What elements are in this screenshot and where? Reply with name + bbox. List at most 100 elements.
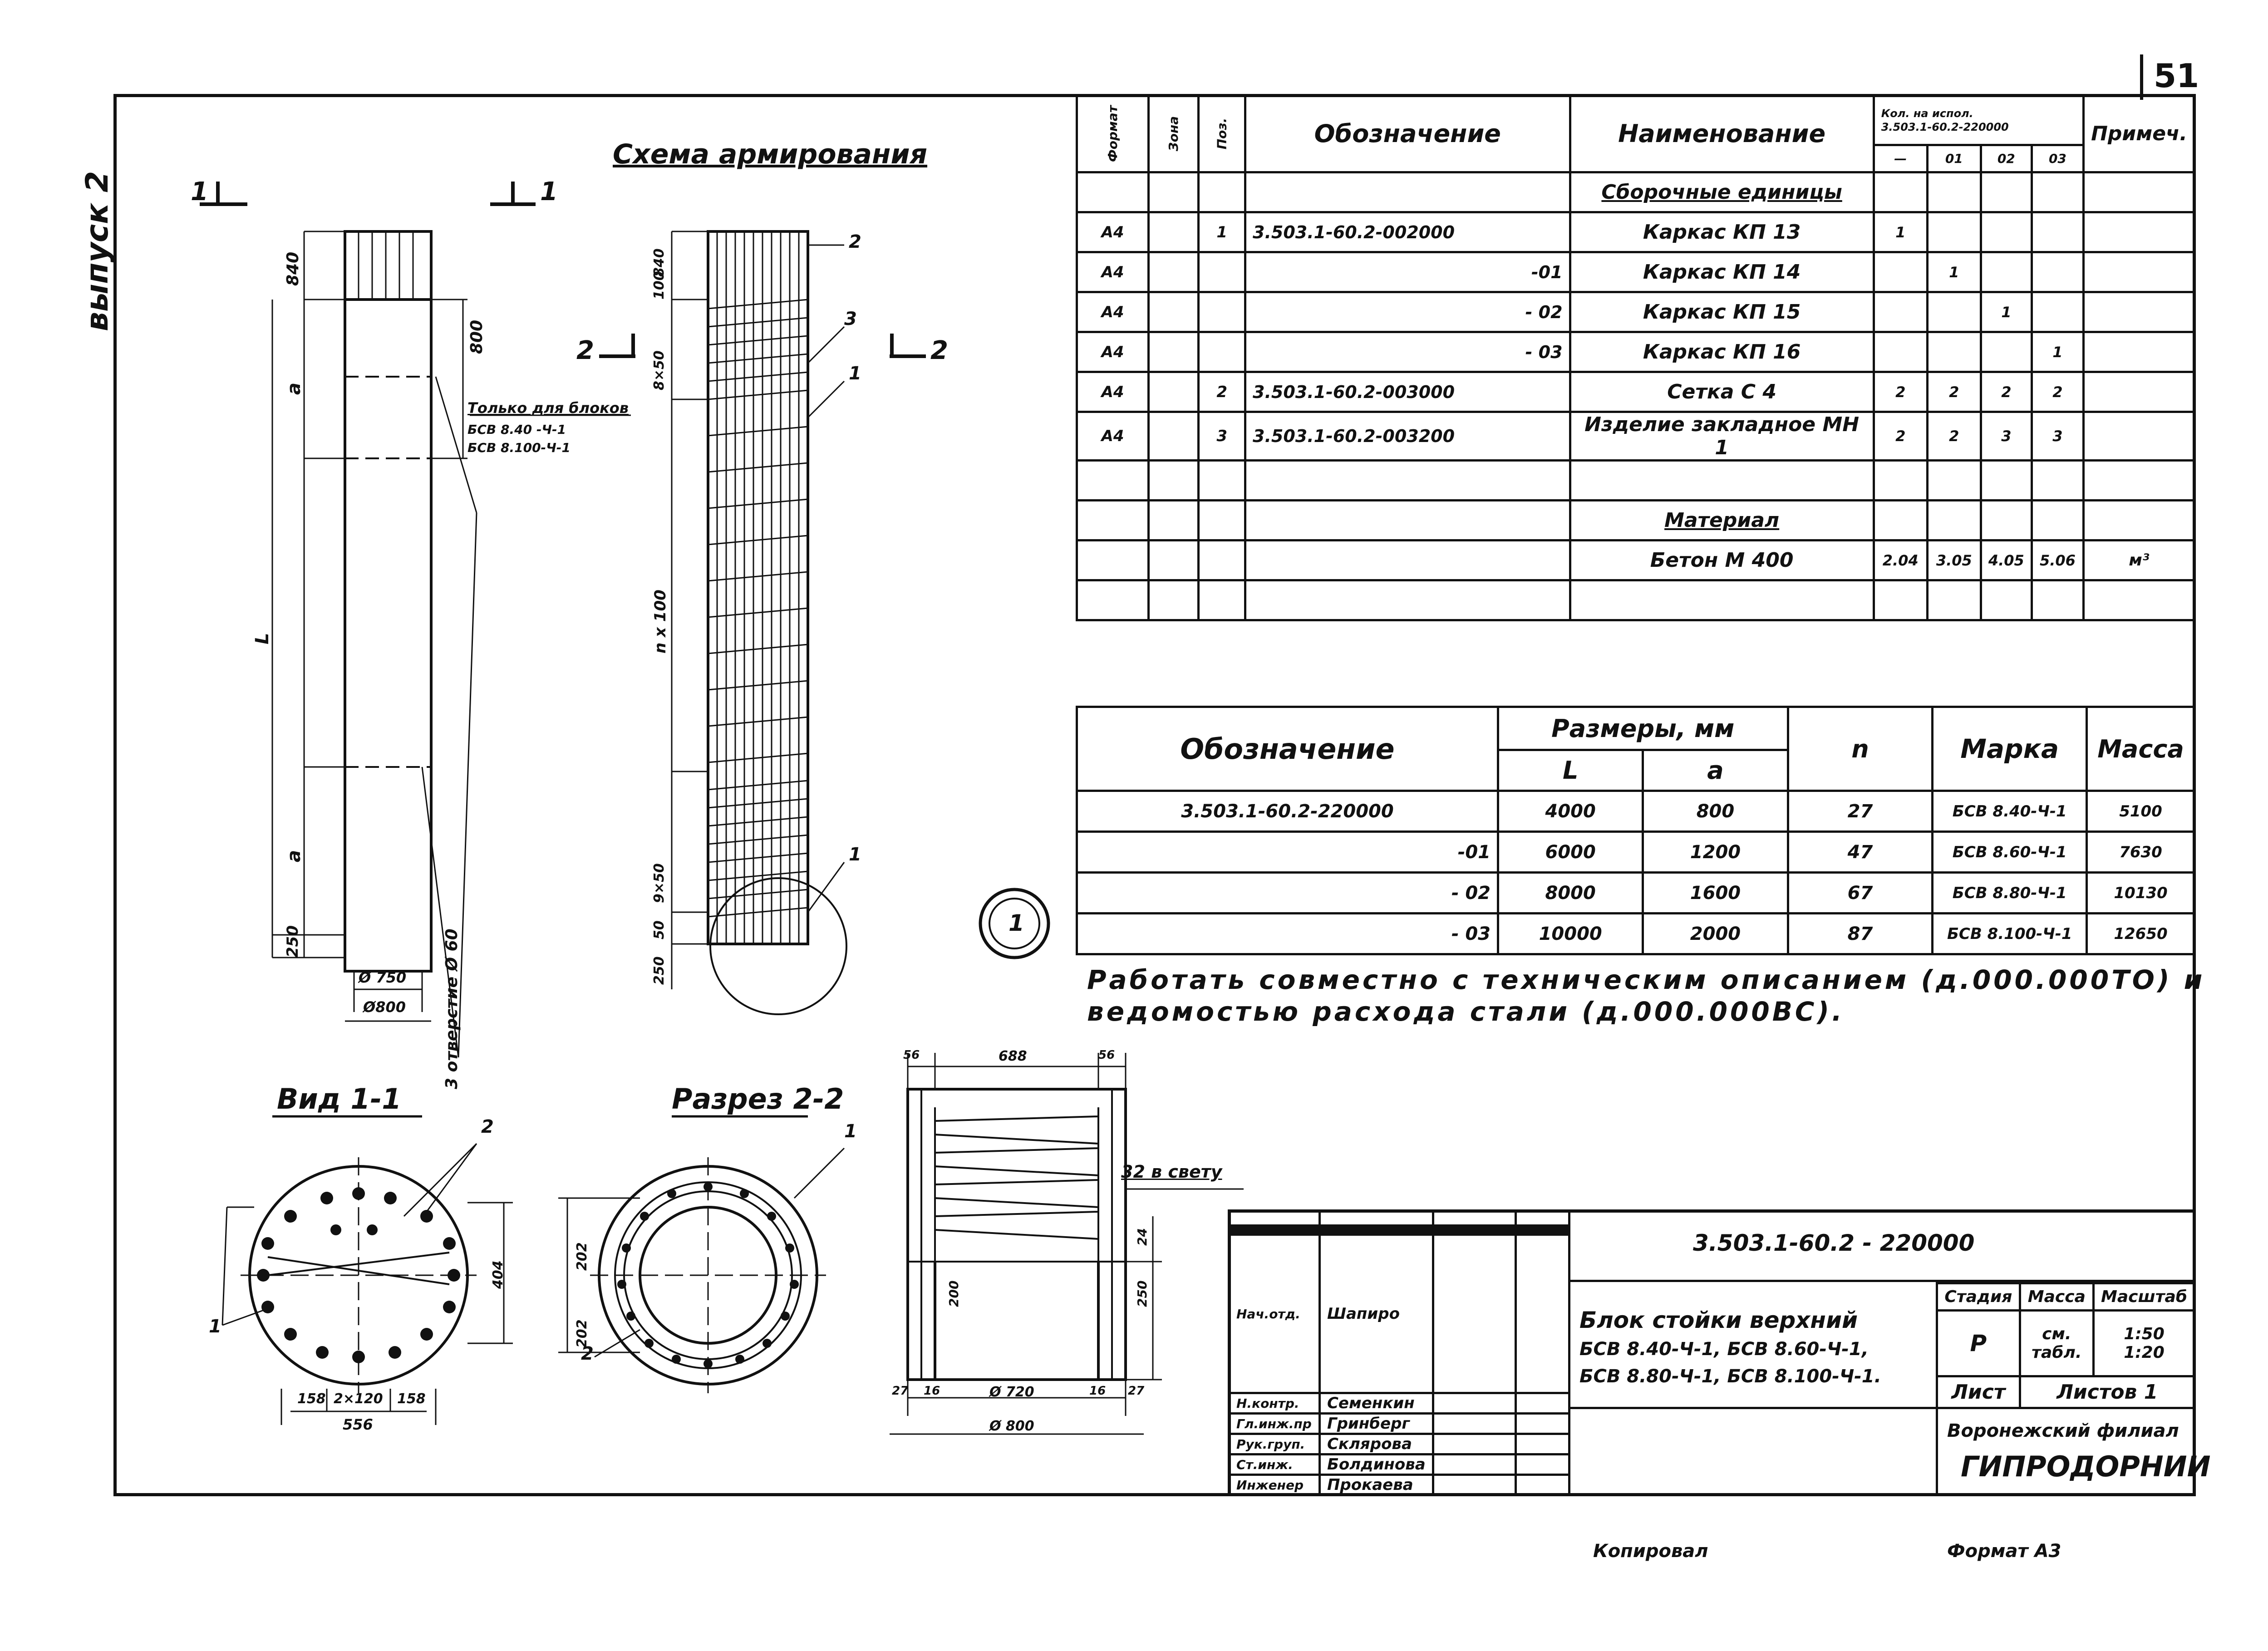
spec-header-row: Формат Зона Поз. Обозначение Наименовани… bbox=[1075, 94, 2196, 173]
sizes-cell-a: 2000 bbox=[1642, 912, 1789, 955]
spec-cell-designation: - 02 bbox=[1244, 291, 1571, 333]
section-pos-1: 1 bbox=[844, 1121, 857, 1142]
sizes-cell-designation: 3.503.1-60.2-220000 bbox=[1075, 790, 1500, 833]
scheme-title: Схема армирования bbox=[613, 138, 928, 170]
spec-cell-designation bbox=[1244, 459, 1571, 501]
r-dim-8x50: 8×50 bbox=[651, 350, 667, 390]
spec-cell-qty-0 bbox=[1872, 251, 1929, 293]
spec-cell-qty-3 bbox=[2030, 211, 2085, 253]
tb-stage-table: Стадия Масса Масштаб Р см. табл. 1:50 1:… bbox=[1936, 1282, 2196, 1409]
spec-cell-note bbox=[2082, 459, 2196, 501]
sizes-cell-designation: -01 bbox=[1075, 830, 1500, 874]
sizes-cell-designation: - 02 bbox=[1075, 871, 1500, 914]
signature-sign bbox=[1432, 1392, 1517, 1415]
tb-stage-label: Стадия bbox=[1936, 1282, 2021, 1312]
signature-row: Н.контр.Семенкин bbox=[1228, 1392, 1571, 1415]
spec-h-exec-dash: — bbox=[1872, 144, 1929, 173]
rebar-dots bbox=[257, 1182, 799, 1368]
spec-cell-qty-2 bbox=[1979, 579, 2033, 621]
tb-scale-label: Масштаб bbox=[2092, 1282, 2196, 1312]
r-dim-840: 840 bbox=[651, 248, 667, 277]
sizes-cell-mass: 7630 bbox=[2086, 830, 2196, 874]
signature-row: Рук.груп.Склярова bbox=[1228, 1433, 1571, 1455]
spec-cell-name: Каркас КП 13 bbox=[1569, 211, 1875, 253]
only-for-blocks-label: Только для блоков bbox=[467, 399, 629, 417]
spec-cell-zone bbox=[1147, 499, 1200, 541]
spec-h-zone: Зона bbox=[1147, 94, 1200, 173]
sizes-cell-mark: БСВ 8.40-Ч-1 bbox=[1931, 790, 2088, 833]
spec-cell-designation bbox=[1244, 171, 1571, 213]
sizes-cell-n: 67 bbox=[1786, 871, 1934, 914]
spec-h-qty-doc: 3.503.1-60.2-220000 bbox=[1881, 120, 2009, 133]
sizes-cell-L: 6000 bbox=[1497, 830, 1644, 874]
spec-cell-qty-2: 3 bbox=[1979, 411, 2033, 462]
sizes-h-n: n bbox=[1786, 706, 1934, 792]
signature-role: Рук.груп. bbox=[1228, 1433, 1321, 1455]
spec-cell-note bbox=[2082, 331, 2196, 373]
signature-date bbox=[1514, 1433, 1571, 1455]
callout-number: 1 bbox=[1009, 910, 1024, 936]
spec-cell-pos: 2 bbox=[1197, 371, 1247, 413]
spec-cell-pos: 3 bbox=[1197, 411, 1247, 462]
spec-cell-qty-0: 2.04 bbox=[1872, 539, 1929, 581]
spec-cell-zone bbox=[1147, 579, 1200, 621]
spec-h-format-text: Формат bbox=[1105, 105, 1121, 162]
det-dim-32: 32 в свету bbox=[1121, 1162, 1222, 1182]
spec-h-exec-01: 01 bbox=[1926, 144, 1982, 173]
spec-cell-name: Сетка С 4 bbox=[1569, 371, 1875, 413]
signature-name: Гринберг bbox=[1318, 1412, 1434, 1435]
r-pos-1a: 1 bbox=[849, 363, 861, 384]
spec-cell-qty-1 bbox=[1926, 171, 1982, 213]
sizes-table: Обозначение Размеры, мм n Марка Масса L … bbox=[1075, 706, 2196, 955]
signature-sign bbox=[1432, 1474, 1517, 1496]
sheet-number: 51 bbox=[2154, 57, 2199, 95]
spec-h-zone-text: Зона bbox=[1166, 116, 1181, 152]
spec-cell-qty-3: 3 bbox=[2030, 411, 2085, 462]
spec-cell-qty-3 bbox=[2030, 291, 2085, 333]
tb-org-2: ГИПРОДОРНИИ bbox=[1961, 1450, 2211, 1483]
det-dim-27a: 27 bbox=[892, 1384, 909, 1398]
dim-a2: а bbox=[284, 850, 305, 862]
view-dim-404: 404 bbox=[490, 1260, 506, 1289]
spec-cell-qty-2 bbox=[1979, 331, 2033, 373]
tb-stage: Р bbox=[1936, 1309, 2021, 1377]
spec-cell-format bbox=[1075, 499, 1150, 541]
spec-cell-qty-1: 2 bbox=[1926, 411, 1982, 462]
spec-cell-note bbox=[2082, 579, 2196, 621]
spec-cell-qty-3: 2 bbox=[2030, 371, 2085, 413]
spec-cell-designation bbox=[1244, 579, 1571, 621]
spec-cell-qty-0 bbox=[1872, 291, 1929, 333]
signature-date bbox=[1514, 1474, 1571, 1496]
tb-sheet-label: Лист bbox=[1936, 1375, 2021, 1409]
signature-role: Н.контр. bbox=[1228, 1392, 1321, 1415]
note-line-2: ведомостью расхода стали (д.000.000ВС). bbox=[1087, 996, 1845, 1027]
spec-cell-qty-1 bbox=[1926, 499, 1982, 541]
det-dim-16a: 16 bbox=[924, 1384, 940, 1398]
spec-cell-qty-0: 2 bbox=[1872, 371, 1929, 413]
sizes-cell-L: 4000 bbox=[1497, 790, 1644, 833]
tb-scale: 1:50 1:20 bbox=[2092, 1309, 2196, 1377]
dim-840: 840 bbox=[284, 251, 302, 286]
spec-cell-qty-3 bbox=[2030, 579, 2085, 621]
tb-org-1: Воронежский филиал bbox=[1947, 1420, 2179, 1441]
spec-row: Сборочные единицы bbox=[1075, 171, 2196, 213]
sizes-cell-mass: 10130 bbox=[2086, 871, 2196, 914]
view-dim-158b: 158 bbox=[397, 1391, 426, 1407]
copied-label: Копировал bbox=[1593, 1541, 1708, 1562]
spec-h-pos: Поз. bbox=[1197, 94, 1247, 173]
sizes-h-a: а bbox=[1642, 749, 1789, 792]
spec-cell-qty-3 bbox=[2030, 251, 2085, 293]
tb-mass: см. табл. bbox=[2018, 1309, 2095, 1377]
spec-cell-pos bbox=[1197, 459, 1247, 501]
spec-cell-pos bbox=[1197, 499, 1247, 541]
sizes-cell-designation: - 03 bbox=[1075, 912, 1500, 955]
view-dim-2x120: 2×120 bbox=[334, 1391, 383, 1407]
spec-cell-format bbox=[1075, 579, 1150, 621]
spec-h-designation: Обозначение bbox=[1244, 94, 1571, 173]
section-mark-2-left: 2 bbox=[576, 336, 594, 365]
spec-cell-qty-1 bbox=[1926, 579, 1982, 621]
tb-name-line-1: Блок стойки верхний bbox=[1579, 1307, 1858, 1333]
